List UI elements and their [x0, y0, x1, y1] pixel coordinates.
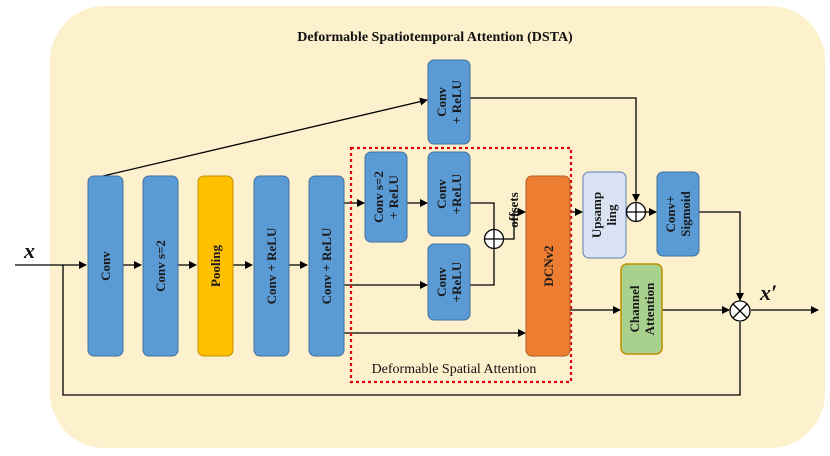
dsa-conv-s2-line2: + ReLU: [386, 174, 401, 218]
dsa-conv-relu-upper-line2: +ReLU: [449, 173, 464, 214]
output-label: x′: [759, 280, 777, 305]
top-conv-relu-line2: + ReLU: [449, 79, 464, 123]
upsampling-line1: Upsamp: [589, 192, 604, 238]
dsa-conv-relu-upper-block: Conv +ReLU: [427, 151, 471, 237]
dsa-conv-relu-lower-line2: +ReLU: [449, 261, 464, 302]
conv-sigmoid-block: Conv+ Sigmoid: [656, 171, 700, 257]
top-conv-relu-block: Conv + ReLU: [427, 59, 471, 145]
dsa-conv-s2-relu-block: Conv s=2 + ReLU: [364, 151, 408, 243]
conv-relu-block-1: Conv + ReLU: [253, 175, 290, 357]
conv-sigmoid-line2: Sigmoid: [678, 190, 693, 236]
dsa-region: [349, 146, 573, 384]
dsa-label: Deformable Spatial Attention: [372, 362, 537, 377]
dcnv2-block: DCNv2: [525, 175, 571, 357]
upsampling-line2: ling: [604, 204, 619, 225]
pooling-label: Pooling: [208, 245, 223, 287]
conv-relu-block-2: Conv + ReLU: [308, 175, 345, 357]
conv-s2-block: Conv s=2: [142, 175, 179, 357]
dcnv2-label: DCNv2: [541, 245, 556, 286]
conv-label: Conv: [98, 251, 113, 281]
conv-s2-label: Conv s=2: [153, 240, 168, 292]
dsa-conv-s2-line1: Conv s=2: [371, 171, 386, 223]
channel-attention-line1: Channel: [627, 285, 642, 332]
dsa-conv-relu-lower-line1: Conv: [434, 267, 449, 297]
conv-relu-2-label: Conv + ReLU: [319, 227, 334, 304]
upsampling-block: Upsamp ling: [582, 171, 627, 259]
conv-relu-1-label: Conv + ReLU: [264, 227, 279, 304]
dsa-conv-relu-upper-line1: Conv: [434, 179, 449, 209]
multiply-node: [729, 300, 751, 322]
attention-sum-node: [625, 201, 647, 223]
input-label: x: [23, 238, 35, 263]
offsets-sum-node: [483, 228, 505, 250]
diagram-title: Deformable Spatiotemporal Attention (DST…: [297, 30, 573, 45]
channel-attention-line2: Attention: [642, 282, 657, 335]
conv-block: Conv: [87, 175, 124, 357]
conv-sigmoid-line1: Conv+: [663, 195, 678, 232]
offsets-label: offsets: [506, 192, 521, 227]
top-conv-relu-line1: Conv: [434, 87, 449, 117]
channel-attention-block: Channel Attention: [620, 263, 663, 355]
skip-connection-line: [62, 265, 741, 396]
pooling-block: Pooling: [197, 175, 234, 357]
connections: [15, 97, 819, 396]
dsa-conv-relu-lower-block: Conv +ReLU: [427, 243, 471, 321]
